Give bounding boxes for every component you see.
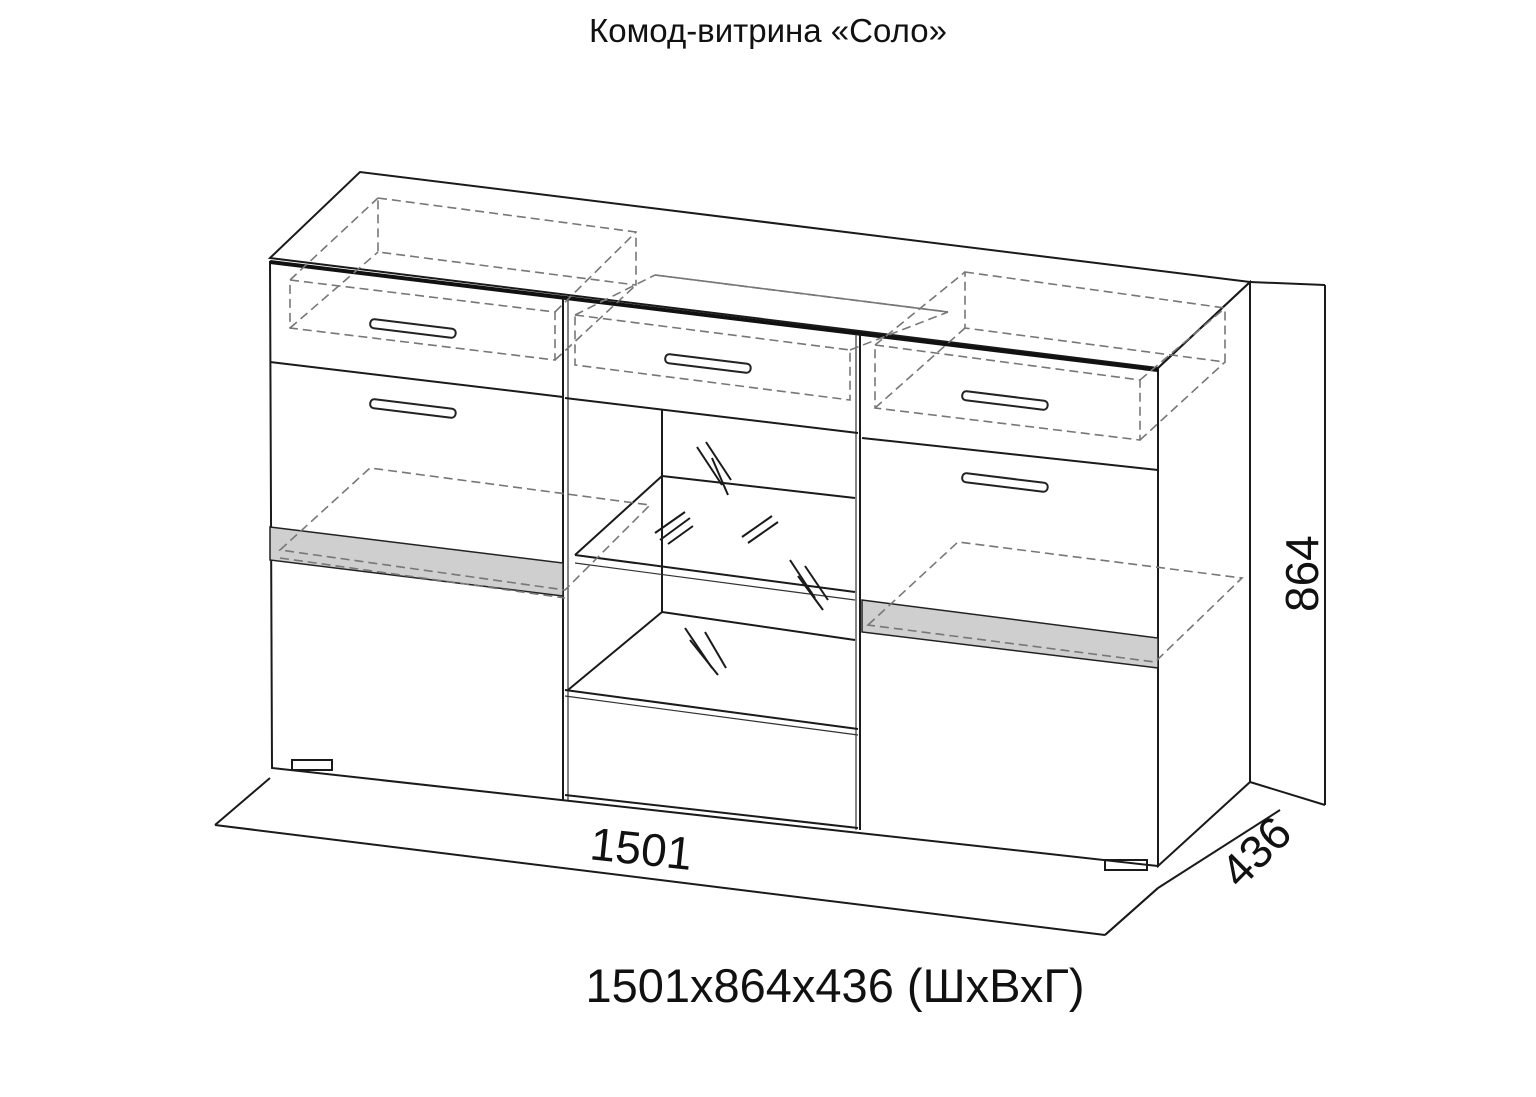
top-edge bbox=[269, 260, 1159, 372]
right-drawer-bottom bbox=[861, 437, 1159, 471]
shelf-front bbox=[574, 554, 856, 593]
glass-bottom bbox=[564, 689, 859, 730]
hidden-drawer-left bbox=[289, 197, 637, 361]
shelf-front-lower bbox=[574, 562, 856, 601]
left-drawer-handle bbox=[369, 318, 457, 339]
right-drawer-handle bbox=[961, 390, 1049, 411]
right-gray-band bbox=[861, 599, 1159, 669]
left-gray-band bbox=[269, 526, 564, 597]
glass-back-bottom bbox=[661, 611, 856, 641]
bottom-diagonal bbox=[567, 611, 663, 691]
hidden-drawer-right bbox=[874, 271, 1226, 441]
dimension-lines bbox=[214, 281, 1326, 936]
hidden-shelf-left bbox=[278, 467, 652, 599]
drawing-title: Комод-витрина «Соло» bbox=[589, 12, 947, 49]
hidden-shelf-right bbox=[866, 541, 1244, 663]
depth-dimension-label: 436 bbox=[1210, 806, 1301, 897]
hidden-drawer-middle bbox=[574, 274, 949, 401]
shelf-back bbox=[661, 475, 856, 499]
left-drawer-bottom bbox=[269, 361, 564, 398]
width-dimension-label: 1501 bbox=[588, 817, 695, 879]
right-door-handle bbox=[961, 472, 1049, 493]
right-foot bbox=[1104, 859, 1148, 871]
shelf-diagonal bbox=[574, 475, 663, 556]
middle-drawer-bottom bbox=[564, 397, 859, 434]
height-dimension-label: 864 bbox=[1276, 535, 1328, 612]
right-side-panel bbox=[1157, 279, 1251, 869]
glass-reflection-marks bbox=[654, 441, 829, 676]
overall-dimensions: 1501x864x436 (ШхВхГ) bbox=[585, 959, 1085, 1012]
middle-drawer-handle bbox=[664, 353, 752, 374]
left-door-handle bbox=[369, 398, 457, 419]
middle-bottom bbox=[564, 794, 859, 829]
plinth-top bbox=[564, 695, 859, 736]
left-foot bbox=[291, 759, 333, 771]
